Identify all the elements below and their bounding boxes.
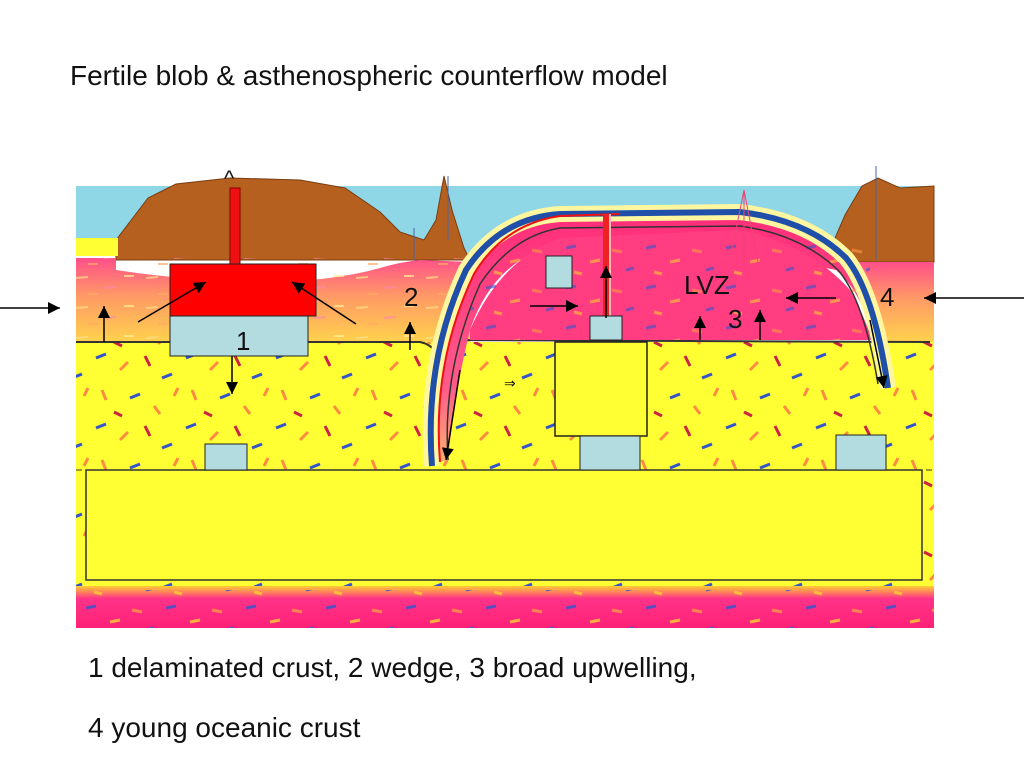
slab-inner-line — [446, 225, 879, 461]
left-shelf — [76, 238, 118, 256]
label-2: 2 — [404, 282, 418, 312]
slab-blue-line — [427, 208, 891, 467]
arrow-slab-down — [441, 369, 461, 461]
label-3: 3 — [728, 304, 742, 334]
slide-title: Fertile blob & asthenospheric counterflo… — [70, 60, 668, 91]
caption-line-2: 4 young oceanic crust — [88, 712, 361, 743]
label-1: 1 — [236, 326, 250, 356]
yellow-block-center — [554, 341, 648, 437]
label-caret: ^ — [224, 166, 235, 191]
crust-block-right — [835, 434, 887, 471]
crust-block-1 — [169, 315, 309, 357]
crust-block-upper — [545, 255, 573, 289]
label-small-arrow: ⇒ — [504, 375, 516, 391]
crust-block-center-bottom — [579, 435, 641, 471]
crust-block-center-top — [589, 315, 623, 341]
slab-red-line — [437, 213, 621, 463]
label-lvz: LVZ — [684, 270, 730, 300]
arrow-blob-right — [291, 281, 357, 325]
crust-block-small-left — [204, 443, 248, 471]
left-continent — [115, 175, 471, 261]
delaminated-conduit — [229, 187, 241, 267]
lower-block — [85, 469, 923, 581]
arrow-blob-left — [137, 281, 207, 323]
arrow-trench-down — [869, 319, 888, 389]
label-4: 4 — [880, 282, 894, 312]
caption-line-1: 1 delaminated crust, 2 wedge, 3 broad up… — [88, 652, 697, 683]
